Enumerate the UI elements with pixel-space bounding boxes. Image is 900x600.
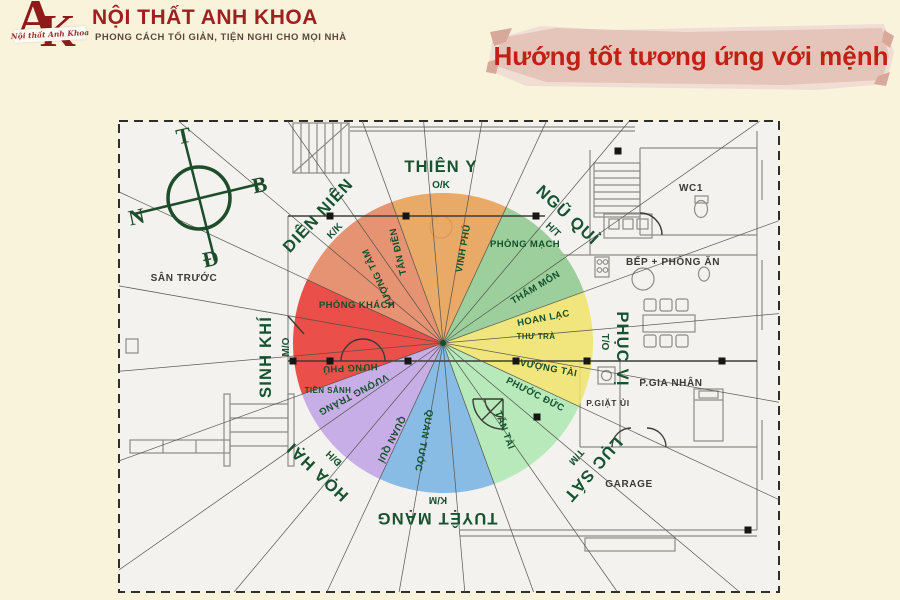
wedge-label-thu-tra: THƯ TRÀ xyxy=(517,332,556,341)
radial-line xyxy=(442,120,630,344)
radial-line xyxy=(361,120,444,344)
radial-line xyxy=(442,313,780,344)
radial-line xyxy=(442,342,466,593)
code-tuyet-mang: K/M xyxy=(429,494,447,505)
code-phuc-vi: T/O xyxy=(599,334,610,351)
label-tuyet-mang: TUYỆT MẠNG xyxy=(376,509,497,528)
room-label-bep: BẾP + PHÒNG ĂN xyxy=(626,255,720,268)
sector-hoa-hai xyxy=(302,343,443,479)
radial-line xyxy=(398,342,444,593)
sector-tuyet-mang xyxy=(379,343,495,494)
title-banner: Hướng tốt tương ứng với mệnh xyxy=(486,18,896,94)
wedge-label-phong-khach: PHÒNG KHÁCH xyxy=(319,299,395,311)
radial-line xyxy=(118,342,444,462)
sector-luc-sat xyxy=(443,343,579,484)
radial-line xyxy=(233,342,444,593)
plan-walls xyxy=(125,122,763,552)
radial-line xyxy=(118,342,444,571)
radial-line xyxy=(442,342,618,593)
compass-rose: T B N Đ xyxy=(126,122,269,273)
radial-line xyxy=(442,342,740,593)
wheel-center-dot xyxy=(440,340,446,346)
sector-thien-y xyxy=(391,192,507,343)
radial-line xyxy=(326,342,444,593)
brand-tagline: PHONG CÁCH TỐI GIẢN, TIỆN NGHI CHO MỌI N… xyxy=(95,32,347,43)
header: A K Nội thất Anh Khoa NỘI THẤT ANH KHOA … xyxy=(0,0,480,70)
radial-line xyxy=(442,342,780,403)
radial-line xyxy=(287,120,444,344)
column-markers xyxy=(289,147,752,534)
room-label-giat-ui: P.GIẶT ỦI xyxy=(586,397,630,408)
plan-room-labels: SÂN TRƯỚC WC1 BẾP + PHÒNG ĂN P.GIA NHÂN … xyxy=(151,183,720,490)
sector-sinh-khi xyxy=(292,279,443,395)
code-thien-y: O/K xyxy=(432,180,451,191)
radial-line xyxy=(423,120,444,344)
radial-line xyxy=(442,120,547,344)
fengshui-wheel xyxy=(292,192,594,494)
room-label-garage: GARAGE xyxy=(605,479,653,490)
radial-line xyxy=(178,120,444,344)
sector-ngu-qui xyxy=(443,207,584,343)
radial-line xyxy=(442,220,780,344)
label-phuc-vi: PHỤC VỊ xyxy=(613,311,631,386)
wedge-label-tien-sanh: TIỀN SẢNH xyxy=(305,385,352,395)
radial-line xyxy=(442,342,780,501)
compass-north: B xyxy=(250,171,270,199)
room-label-san-truoc: SÂN TRƯỚC xyxy=(151,271,218,284)
sector-phuc-vi xyxy=(443,291,594,407)
label-sinh-khi: SINH KHÍ xyxy=(256,316,275,398)
compass-south: N xyxy=(126,203,147,231)
logo-script-text: Nội thất Anh Khoa xyxy=(10,27,90,42)
label-thien-y: THIÊN Y xyxy=(404,157,477,176)
wedge-label-hung-phu: HƯNG PHÚ xyxy=(322,361,377,376)
brand-logo: A K Nội thất Anh Khoa xyxy=(10,0,92,64)
radial-line xyxy=(118,342,444,372)
sector-dien-nien xyxy=(307,202,443,343)
radial-line xyxy=(442,342,534,593)
compass-east: Đ xyxy=(200,245,221,273)
radial-line xyxy=(442,120,483,344)
banner-title: Hướng tốt tương ứng với mệnh xyxy=(493,40,889,71)
brand-name: NỘI THẤT ANH KHOA xyxy=(92,6,318,29)
code-sinh-khi: M/O xyxy=(281,337,292,356)
radial-lines xyxy=(118,120,780,593)
wedge-label-phong-mach: PHÒNG MẠCH xyxy=(490,238,560,250)
brush-stroke-background xyxy=(486,24,894,90)
radial-line xyxy=(118,285,444,344)
compass-west: T xyxy=(174,122,194,150)
room-label-gia-nhan: P.GIA NHÂN xyxy=(639,376,702,389)
radial-line xyxy=(442,120,761,344)
room-label-wc1: WC1 xyxy=(679,183,703,194)
